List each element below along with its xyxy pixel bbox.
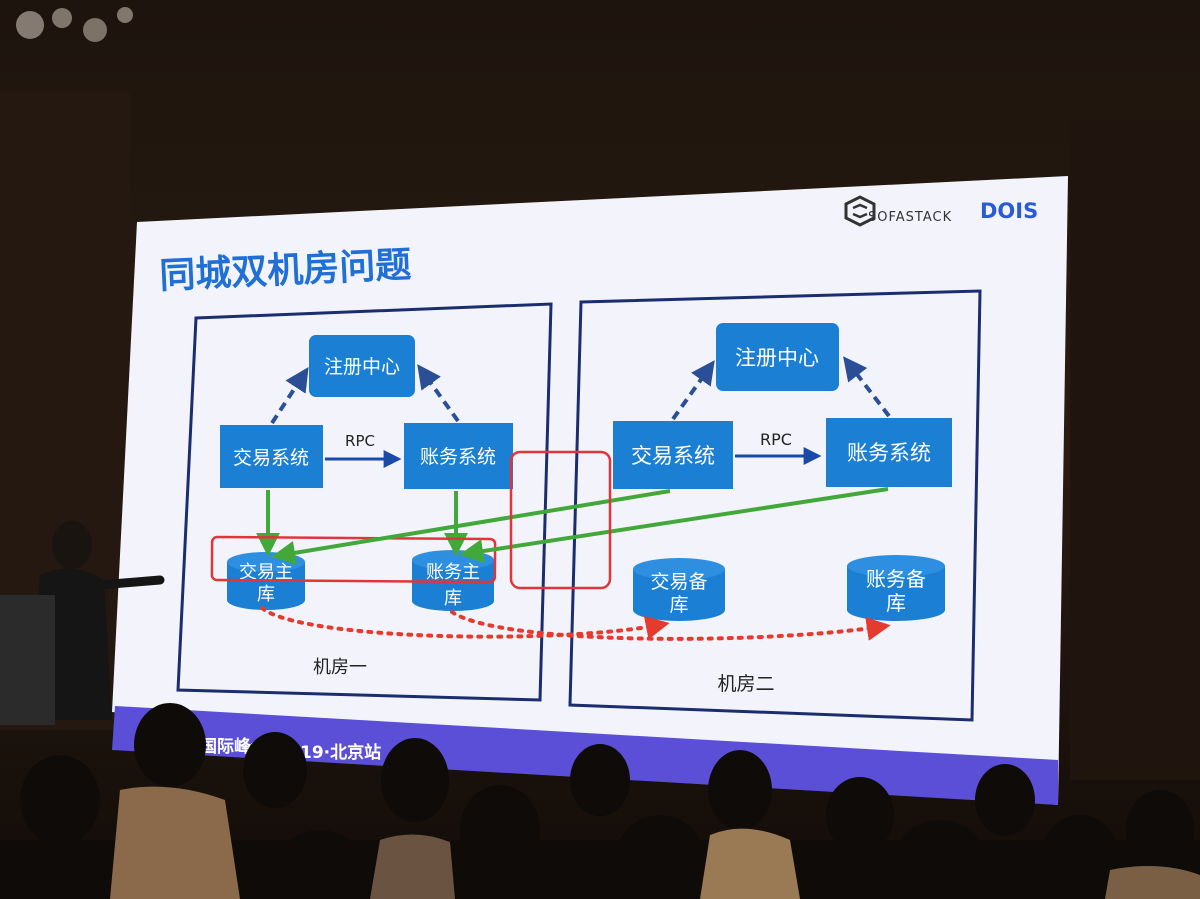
room-two-trade-to-registry-arrow: [671, 360, 715, 421]
room-one-trade-to-registry-arrow: [270, 366, 309, 425]
room-two-account-system-label: 账务系统: [847, 441, 931, 465]
room-two-account-to-registry-arrow: [843, 356, 891, 418]
room-one-registry-label: 注册中心: [324, 356, 400, 378]
room-one-label: 机房一: [313, 657, 367, 678]
room-two-trade-to-room-one-trade-db-arrow: [271, 489, 671, 565]
room-one-trade-db-line2: 库: [257, 584, 275, 605]
cross-room-highlight: [509, 450, 612, 590]
room-two-trade-system-box: [613, 421, 733, 489]
room-one-trade-system-box: [220, 425, 323, 488]
presenter-silhouette: [0, 521, 165, 725]
room-two-account-db: [847, 555, 945, 621]
room-one-rpc-label: RPC: [345, 432, 375, 450]
room-one-account-to-registry-arrow: [417, 364, 460, 423]
room-two-trade-system-label: 交易系统: [631, 444, 715, 468]
room-two-account-to-room-one-account-db-arrow: [459, 487, 889, 563]
room-two-rpc-label: RPC: [760, 430, 792, 449]
audience-shirts: [110, 786, 1200, 899]
sofastack-icon: [844, 195, 876, 227]
room-two-account-db-line2: 库: [886, 591, 906, 615]
room-one-frame: [176, 302, 553, 702]
room-one-account-db-line1: 账务主: [426, 562, 480, 583]
account-db-replication-arrow: [450, 610, 891, 641]
room-one-account-db-line2: 库: [444, 588, 462, 609]
room-one-db-highlight: [210, 535, 497, 584]
room-two-label: 机房二: [717, 673, 774, 695]
room-two-trade-db: [633, 558, 725, 621]
footer-text-tail: 19·北京站: [300, 742, 381, 763]
trade-db-replication-arrow: [260, 606, 670, 640]
room-one-registry-box: [309, 335, 415, 397]
room-two-registry-box: [716, 323, 839, 391]
dois-logo: DOIS: [980, 199, 1038, 223]
room-two-account-db-line1: 账务备: [866, 567, 926, 591]
room-one-account-system-label: 账务系统: [420, 446, 496, 468]
chandelier: [16, 7, 133, 42]
hall-wall-right: [1070, 120, 1200, 780]
room-two-trade-db-line2: 库: [669, 594, 688, 616]
sofastack-logo: SOFASTACK: [844, 195, 952, 227]
room-one-trade-db-line1: 交易主: [239, 562, 293, 583]
room-one-trade-system-label: 交易系统: [233, 447, 309, 469]
room-two-frame: [568, 289, 982, 722]
room-two-trade-db-line1: 交易备: [650, 571, 707, 593]
room-one-account-system-box: [404, 423, 513, 489]
room-two-registry-label: 注册中心: [735, 346, 819, 370]
sofastack-wordmark: SOFASTACK: [868, 210, 952, 225]
room-two-account-system-box: [826, 418, 952, 487]
